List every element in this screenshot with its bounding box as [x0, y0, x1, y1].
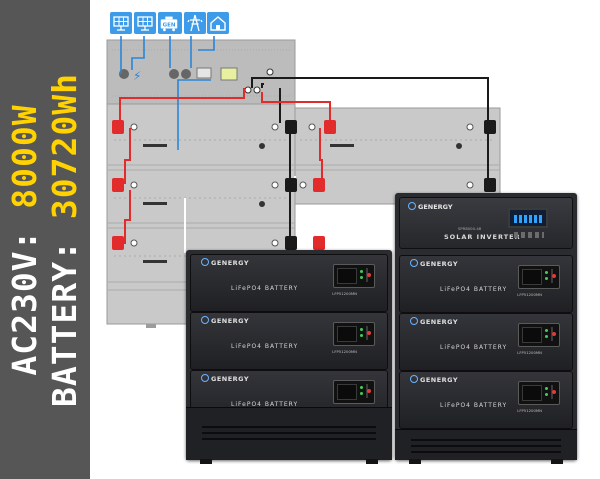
module-brand: GENERGY: [201, 316, 249, 325]
module-brand-text: GENERGY: [211, 259, 250, 267]
module-product: LiFePO4 BATTERY: [440, 344, 508, 351]
brand-logo-icon: [410, 375, 418, 383]
battery-module: GENERGY LiFePO4 BATTERY LFP51200MN: [399, 371, 573, 429]
module-brand-text: GENERGY: [420, 260, 459, 268]
module-product: LiFePO4 BATTERY: [440, 402, 508, 409]
module-product: LiFePO4 BATTERY: [231, 343, 299, 350]
module-model: LFP51200MN: [332, 291, 357, 296]
module-brand-text: GENERGY: [211, 317, 250, 325]
module-brand-text: GENERGY: [420, 376, 459, 384]
generator-icon: GEN: [158, 12, 182, 34]
battery-module: GENERGY LiFePO4 BATTERY LFP51200MN: [190, 254, 388, 312]
brand-logo-icon: [201, 258, 209, 266]
battery-module: GENERGY LiFePO4 BATTERY LFP51200MN: [190, 312, 388, 370]
negative-wires: [251, 77, 489, 240]
module-model: LFP51200MN: [517, 350, 542, 355]
brand-logo-icon: [410, 317, 418, 325]
cabinet-base: [395, 429, 577, 464]
module-display: [333, 322, 375, 346]
inverter-screen: [508, 208, 548, 228]
comm-glyph: ⚡: [133, 69, 141, 83]
module-model: LFP51200MN: [517, 292, 542, 297]
module-product: LiFePO4 BATTERY: [440, 286, 508, 293]
brand-logo-icon: [201, 374, 209, 382]
module-brand-text: GENERGY: [420, 318, 459, 326]
brand-logo-icon: [410, 259, 418, 267]
battery-terminals: [112, 120, 496, 263]
solar-panel-icon: [110, 12, 132, 34]
module-display: [333, 380, 375, 404]
battery-module: GENERGY LiFePO4 BATTERY LFP51200MN: [399, 255, 573, 313]
module-brand: GENERGY: [410, 375, 458, 384]
module-product: LiFePO4 BATTERY: [231, 285, 299, 292]
brand-logo-icon: [408, 202, 416, 210]
inverter-brand-text: GENERGY: [418, 203, 453, 211]
cabinet-base: [186, 407, 392, 464]
module-display: [518, 323, 560, 347]
module-brand: GENERGY: [201, 374, 249, 383]
rack-foot: [146, 324, 156, 328]
battery-cabinet-right: GENERGY SPR8000-48 SOLAR INVERTER GENERG…: [395, 193, 577, 464]
power-grid-icon: [184, 12, 206, 34]
inverter-buttons: [514, 232, 544, 238]
module-display: [333, 264, 375, 288]
module-brand: GENERGY: [410, 259, 458, 268]
brand-logo-icon: [201, 316, 209, 324]
inverter-brand: GENERGY: [408, 202, 453, 211]
module-display: [518, 381, 560, 405]
module-model: LFP51200MN: [517, 408, 542, 413]
inverter-title: SOLAR INVERTER: [444, 233, 521, 241]
positive-wires: [119, 88, 331, 244]
battery-cabinet-left: GENERGY LiFePO4 BATTERY LFP51200MN GENER…: [186, 250, 392, 464]
inverter-model: SPR8000-48: [458, 226, 482, 231]
module-brand: GENERGY: [201, 258, 249, 267]
battery-module: GENERGY LiFePO4 BATTERY LFP51200MN: [399, 313, 573, 371]
spec-banner: AC230V: 8000W BATTERY: 30720Wh: [0, 0, 90, 479]
solar-inverter: GENERGY SPR8000-48 SOLAR INVERTER: [399, 197, 573, 249]
module-product: LiFePO4 BATTERY: [231, 401, 299, 408]
pv-and-comm-wires: [120, 36, 215, 150]
generator-label: GEN: [163, 23, 176, 29]
solar-panel-icon: [134, 12, 156, 34]
home-icon: [207, 12, 229, 34]
module-brand-text: GENERGY: [211, 375, 250, 383]
rack-dividers: [107, 49, 500, 291]
module-display: [518, 265, 560, 289]
module-brand: GENERGY: [410, 317, 458, 326]
module-model: LFP51200MN: [332, 349, 357, 354]
